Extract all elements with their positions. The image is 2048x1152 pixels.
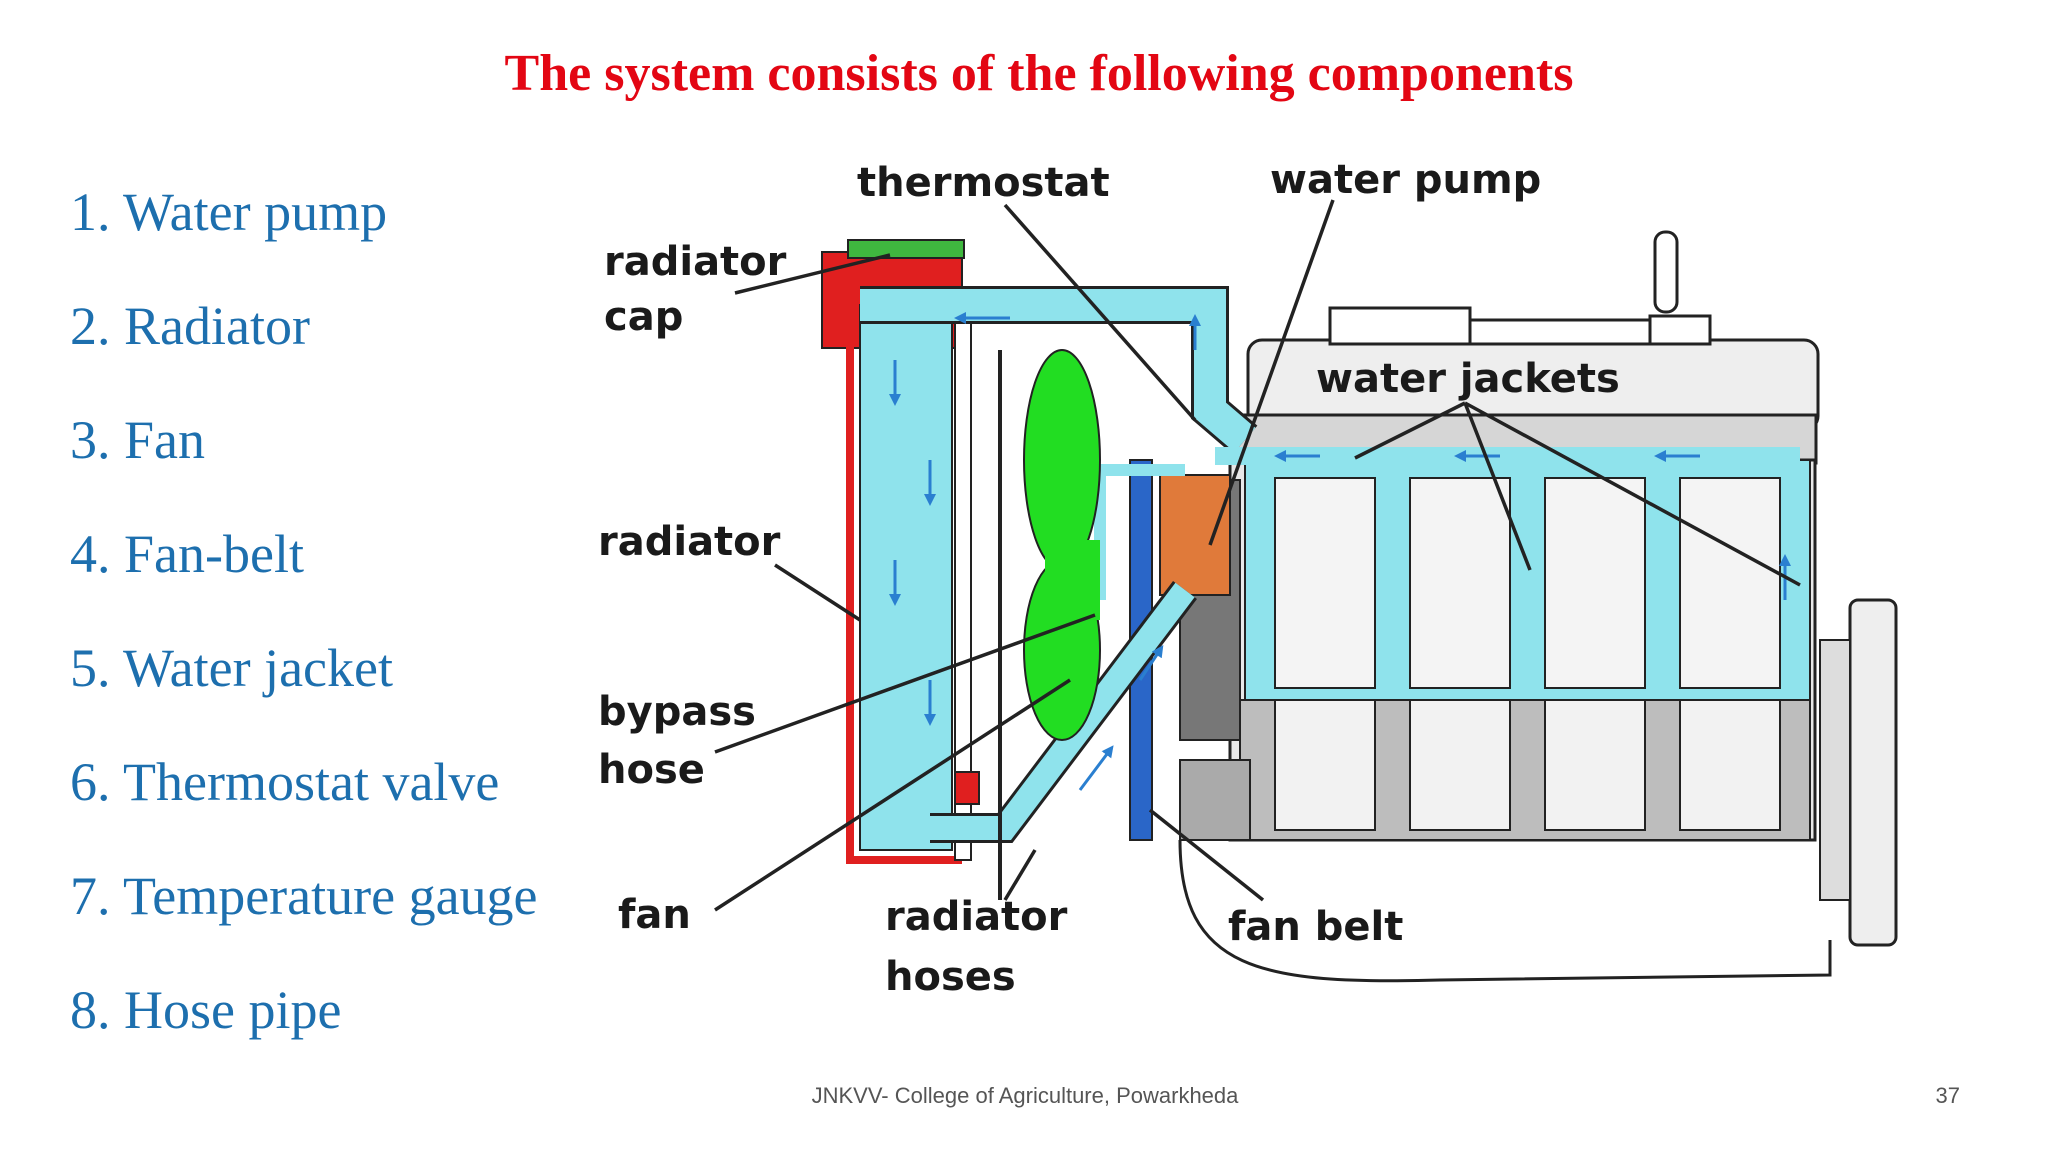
components-list: 1. Water pump 2. Radiator 3. Fan 4. Fan-… — [70, 155, 538, 1067]
label-fan-belt: fan belt — [1228, 904, 1403, 950]
label-radiator-hoses-1: radiator — [885, 894, 1068, 940]
label-radiator-cap-2: cap — [604, 294, 683, 340]
label-water-pump: water pump — [1270, 157, 1541, 203]
page-number: 37 — [1935, 1083, 1960, 1108]
slide-footer: JNKVV- College of Agriculture, Powarkhed… — [811, 1083, 1239, 1108]
flow-arrows — [889, 312, 1791, 791]
label-water-jackets: water jackets — [1316, 356, 1620, 402]
component-item: 4. Fan-belt — [70, 524, 304, 584]
component-item: 3. Fan — [70, 410, 205, 470]
label-bypass-hose-1: bypass — [598, 689, 756, 735]
component-item: 8. Hose pipe — [70, 980, 342, 1040]
component-item: 6. Thermostat valve — [70, 752, 500, 812]
slide-title: The system consists of the following com… — [504, 45, 1574, 102]
label-radiator-hoses-2: hoses — [885, 954, 1016, 1000]
label-thermostat: thermostat — [857, 160, 1110, 206]
radiator — [821, 239, 980, 864]
label-radiator: radiator — [598, 519, 781, 565]
label-fan: fan — [618, 892, 691, 938]
component-item: 7. Temperature gauge — [70, 866, 538, 926]
component-item: 1. Water pump — [70, 182, 388, 242]
fan — [998, 349, 1101, 900]
component-item: 5. Water jacket — [70, 638, 393, 698]
lower-radiator-hose — [930, 582, 1195, 840]
engine-block — [1178, 230, 1898, 983]
leader-lines — [714, 199, 1801, 912]
label-bypass-hose-2: hose — [598, 747, 705, 793]
component-item: 2. Radiator — [70, 296, 310, 356]
upper-radiator-hose — [860, 289, 1256, 453]
label-radiator-cap-1: radiator — [604, 239, 787, 285]
